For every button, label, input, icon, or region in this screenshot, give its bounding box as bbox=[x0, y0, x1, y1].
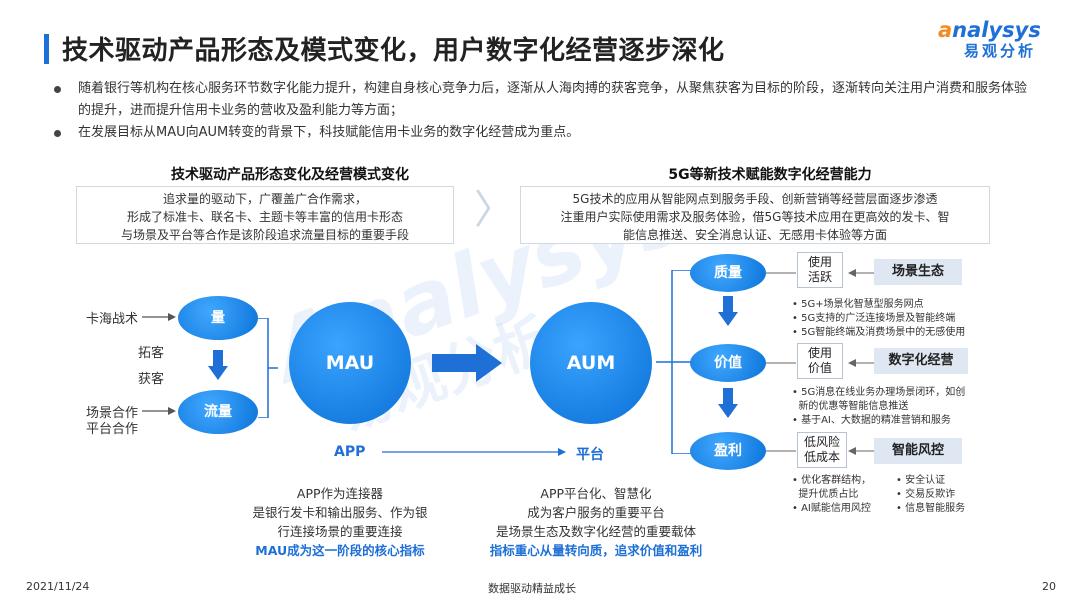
connector-lines bbox=[766, 272, 796, 452]
arrow-down-icon bbox=[208, 350, 228, 380]
bracket-connector-right bbox=[656, 270, 692, 454]
bottom-left-highlight: MAU成为这一阶段的核心指标 bbox=[255, 543, 425, 558]
label-acquire: 获客 bbox=[138, 372, 165, 387]
notes-profit-right: • 安全认证 • 交易反欺诈 • 信息智能服务 bbox=[896, 474, 965, 516]
bottom-right-line: APP平台化、智慧化 bbox=[540, 486, 652, 501]
chevron-right-icon: 〉 bbox=[474, 187, 514, 233]
label-platform-coop: 平台合作 bbox=[86, 422, 139, 437]
intro-bullet-1: 随着银行等机构在核心服务环节数字化能力提升，构建自身核心竞争力后，逐渐从人海肉搏… bbox=[50, 78, 1030, 122]
label-platform: 平台 bbox=[576, 447, 604, 463]
bullet-mark: • bbox=[896, 475, 902, 486]
bullet-mark: • bbox=[792, 415, 798, 426]
right-desc-line: 注重用户实际使用需求及服务体验，借5G等技术应用在更高效的发卡、智 bbox=[560, 210, 950, 224]
logo-en: analysys bbox=[938, 18, 1050, 42]
bottom-right-highlight: 指标重心从量转向质，追求价值和盈利 bbox=[489, 543, 703, 558]
box-low-risk: 低风险低成本 bbox=[797, 432, 847, 468]
bottom-left-line: 行连接场景的重要连接 bbox=[277, 524, 403, 539]
left-section-heading: 技术驱动产品形态变化及经营模式变化 bbox=[171, 167, 409, 183]
left-desc-line: 与场景及平台等合作是该阶段追求流量目标的重要手段 bbox=[120, 228, 409, 242]
page-title: 技术驱动产品形态及模式变化，用户数字化经营逐步深化 bbox=[62, 36, 725, 66]
box-line: 低成本 bbox=[803, 450, 840, 464]
label-scene-coop: 场景合作 bbox=[86, 406, 139, 421]
bullet-mark: • bbox=[792, 299, 798, 310]
bullet-mark: • bbox=[792, 313, 798, 324]
bottom-left-text: APP作为连接器 是银行发卡和输出服务、作为银 行连接场景的重要连接 MAU成为… bbox=[210, 484, 470, 560]
note-line: 优化客群结构， bbox=[801, 475, 872, 486]
bullet-mark: • bbox=[792, 475, 798, 486]
node-profit: 盈利 bbox=[690, 432, 766, 470]
notes-value: • 5G消息在线业务办理场景闭环，如创 新的优惠等智能信息推送 • 基于AI、大… bbox=[792, 386, 965, 428]
node-aum: AUM bbox=[530, 302, 652, 424]
arrow-down-icon bbox=[718, 296, 738, 326]
node-traffic: 流量 bbox=[178, 390, 258, 434]
bottom-right-text: APP平台化、智慧化 成为客户服务的重要平台 是场景生态及数字化经营的重要载体 … bbox=[456, 484, 736, 560]
bullet-mark: • bbox=[896, 503, 902, 514]
label-card-tactic: 卡海战术 bbox=[86, 312, 139, 327]
left-desc-line: 追求量的驱动下，广覆盖广合作需求， bbox=[162, 192, 367, 206]
arrow-right-icon bbox=[142, 313, 176, 321]
notes-quality: • 5G+场景化智慧型服务网点 • 5G支持的广泛连接场景及智能终端 • 5G智… bbox=[792, 298, 965, 340]
tag-digital-operation: 数字化经营 bbox=[874, 348, 968, 374]
arrow-right-icon bbox=[142, 407, 176, 415]
right-desc-line: 能信息推送、安全消息认证、无感用卡体验等方面 bbox=[622, 228, 887, 242]
note-line: AI赋能信用风控 bbox=[801, 503, 871, 514]
node-quality: 质量 bbox=[690, 254, 766, 292]
note-line: 5G消息在线业务办理场景闭环，如创 bbox=[801, 387, 966, 398]
bottom-left-line: APP作为连接器 bbox=[296, 486, 384, 501]
note-line: 5G支持的广泛连接场景及智能终端 bbox=[801, 313, 956, 324]
note-line: 5G+场景化智慧型服务网点 bbox=[801, 299, 924, 310]
note-line: 基于AI、大数据的精准营销和服务 bbox=[801, 415, 951, 426]
box-line: 价值 bbox=[807, 361, 832, 375]
label-expand: 拓客 bbox=[138, 346, 165, 361]
footer-slogan: 数据驱动精益成长 bbox=[488, 582, 576, 595]
arrow-right-large-icon bbox=[432, 344, 502, 382]
node-value: 价值 bbox=[690, 344, 766, 382]
box-line: 使用 bbox=[807, 255, 832, 269]
box-line: 活跃 bbox=[807, 270, 832, 284]
bracket-connector bbox=[258, 318, 278, 418]
note-line: 安全认证 bbox=[905, 475, 946, 486]
right-desc-line: 5G技术的应用从智能网点到服务手段、创新营销等经营层面逐步渗透 bbox=[572, 192, 938, 206]
bottom-right-line: 成为客户服务的重要平台 bbox=[527, 505, 665, 520]
tag-smart-risk: 智能风控 bbox=[874, 438, 962, 464]
box-use-value: 使用价值 bbox=[797, 343, 843, 379]
left-desc-box: 追求量的驱动下，广覆盖广合作需求， 形成了标准卡、联名卡、主题卡等丰富的信用卡形… bbox=[76, 186, 454, 244]
footer-date: 2021/11/24 bbox=[26, 580, 90, 593]
right-section-heading: 5G等新技术赋能数字化经营能力 bbox=[668, 167, 872, 183]
logo: analysys 易观分析 bbox=[938, 18, 1050, 68]
note-line: 信息智能服务 bbox=[905, 503, 966, 514]
box-line: 低风险 bbox=[803, 435, 840, 449]
logo-cn: 易观分析 bbox=[964, 42, 1037, 60]
title-accent-bar bbox=[44, 34, 49, 64]
bullet-mark: • bbox=[792, 387, 798, 398]
bullet-mark: • bbox=[896, 489, 902, 500]
bullet-mark: • bbox=[792, 327, 798, 338]
intro-bullets: 随着银行等机构在核心服务环节数字化能力提升，构建自身核心竞争力后，逐渐从人海肉搏… bbox=[50, 78, 1030, 144]
bottom-right-line: 是场景生态及数字化经营的重要载体 bbox=[495, 524, 696, 539]
arrow-down-icon bbox=[718, 388, 738, 418]
bottom-left-line: 是银行发卡和输出服务、作为银 bbox=[252, 505, 428, 520]
node-quantity: 量 bbox=[178, 296, 258, 340]
tag-scene-ecology: 场景生态 bbox=[874, 259, 962, 285]
label-app: APP bbox=[334, 444, 366, 460]
logo-en-rest: nalysys bbox=[952, 18, 1041, 42]
note-line: 交易反欺诈 bbox=[905, 489, 956, 500]
right-desc-box: 5G技术的应用从智能网点到服务手段、创新营销等经营层面逐步渗透 注重用户实际使用… bbox=[520, 186, 990, 244]
bullet-mark: • bbox=[792, 503, 798, 514]
footer-page-number: 20 bbox=[1042, 580, 1056, 593]
notes-profit-left: • 优化客群结构， 提升优质占比 • AI赋能信用风控 bbox=[792, 474, 871, 516]
logo-en-first-letter: a bbox=[938, 18, 953, 42]
box-line: 使用 bbox=[807, 346, 832, 360]
intro-bullet-2: 在发展目标从MAU向AUM转变的背景下，科技赋能信用卡业务的数字化经营成为重点。 bbox=[50, 122, 1030, 144]
box-use-active: 使用活跃 bbox=[797, 252, 843, 288]
node-mau: MAU bbox=[289, 302, 411, 424]
left-desc-line: 形成了标准卡、联名卡、主题卡等丰富的信用卡形态 bbox=[126, 210, 403, 224]
note-line: 提升优质占比 bbox=[798, 489, 859, 500]
note-line: 新的优惠等智能信息推送 bbox=[798, 401, 909, 412]
arrow-right-icon bbox=[382, 448, 566, 456]
note-line: 5G智能终端及消费场景中的无感使用 bbox=[801, 327, 966, 338]
